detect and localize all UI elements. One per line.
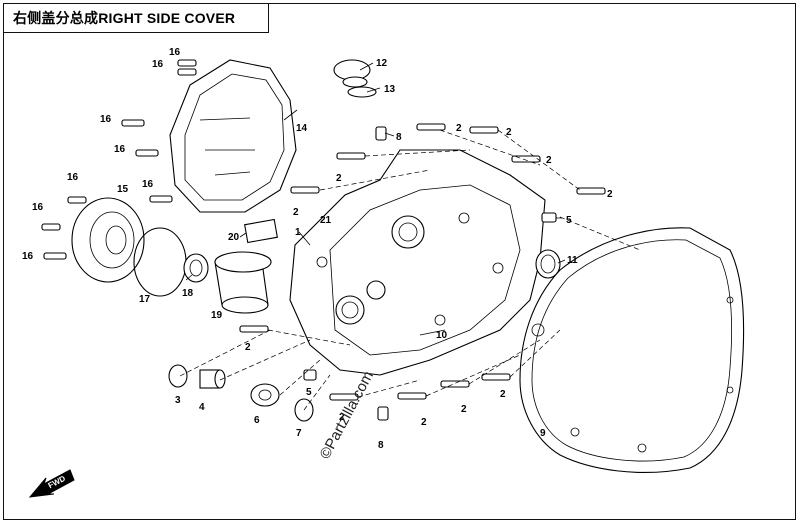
label-part-20 bbox=[244, 218, 278, 244]
callout-16: 16 bbox=[67, 172, 79, 183]
fwd-arrow-icon: FWD bbox=[28, 469, 75, 498]
o-ring-part-13 bbox=[347, 86, 377, 98]
callout-2: 2 bbox=[293, 207, 299, 218]
callout-9: 9 bbox=[540, 428, 546, 439]
right-side-cover-part-1 bbox=[289, 149, 546, 376]
callout-8: 8 bbox=[378, 440, 384, 451]
snap-ring-part-7 bbox=[294, 398, 314, 422]
callout-2: 2 bbox=[461, 404, 467, 415]
callout-16: 16 bbox=[32, 202, 44, 213]
leader-lines bbox=[185, 62, 566, 336]
callout-2: 2 bbox=[506, 127, 512, 138]
callout-2: 2 bbox=[546, 155, 552, 166]
callout-4: 4 bbox=[199, 402, 205, 413]
callout-2: 2 bbox=[245, 342, 251, 353]
callout-18: 18 bbox=[182, 288, 194, 299]
watermark: ©Partzilla.com bbox=[317, 368, 378, 462]
callout-16: 16 bbox=[169, 47, 181, 58]
callout-2: 2 bbox=[607, 189, 613, 200]
bushing-part-4 bbox=[199, 369, 226, 389]
callout-13: 13 bbox=[384, 84, 396, 95]
assembly-lines bbox=[179, 129, 641, 411]
callout-21: 21 bbox=[320, 215, 332, 226]
title-box: 右侧盖分总成RIGHT SIDE COVER bbox=[3, 3, 269, 33]
callout-16: 16 bbox=[22, 251, 34, 262]
callout-14: 14 bbox=[296, 123, 308, 134]
dowel-pin-part-8-lower bbox=[377, 406, 389, 421]
diagram-frame bbox=[3, 3, 796, 520]
callout-16: 16 bbox=[152, 59, 164, 70]
callout-8: 8 bbox=[396, 132, 402, 143]
spring-part-18 bbox=[183, 253, 209, 283]
diagram-title: 右侧盖分总成RIGHT SIDE COVER bbox=[13, 9, 236, 26]
callout-15: 15 bbox=[117, 184, 129, 195]
gasket-part-9 bbox=[519, 227, 745, 473]
bolts bbox=[41, 59, 606, 401]
dowel-pin-part-5-lower bbox=[303, 369, 317, 381]
oil-filter-part-19 bbox=[214, 251, 272, 314]
callout-20: 20 bbox=[228, 232, 240, 243]
o-ring-part-17 bbox=[133, 227, 187, 297]
oil-cap-part-12 bbox=[333, 59, 371, 88]
callout-2: 2 bbox=[456, 123, 462, 134]
callout-6: 6 bbox=[254, 415, 260, 426]
callout-3: 3 bbox=[175, 395, 181, 406]
callout-19: 19 bbox=[211, 310, 223, 321]
callout-11: 11 bbox=[567, 255, 578, 266]
callout-2: 2 bbox=[421, 417, 427, 428]
callout-5: 5 bbox=[566, 215, 572, 226]
callout-16: 16 bbox=[114, 144, 126, 155]
dowel-pin-part-8-upper bbox=[375, 126, 387, 141]
oil-filter-cover-part-15 bbox=[71, 197, 145, 283]
callout-2: 2 bbox=[339, 412, 345, 423]
oil-seal-part-11 bbox=[535, 249, 561, 279]
circlip-part-3 bbox=[168, 364, 188, 388]
callout-12: 12 bbox=[376, 58, 388, 69]
callout-2: 2 bbox=[500, 389, 506, 400]
callout-labels: 16 16 16 16 16 16 16 16 14 15 12 13 8 2 … bbox=[22, 47, 613, 451]
callout-5: 5 bbox=[306, 387, 312, 398]
callout-7: 7 bbox=[296, 428, 302, 439]
callout-10: 10 bbox=[436, 330, 448, 341]
callout-16: 16 bbox=[100, 114, 112, 125]
bearing-part-6 bbox=[250, 383, 280, 407]
callout-1: 1 bbox=[295, 227, 301, 238]
callout-16: 16 bbox=[142, 179, 154, 190]
dowel-pin-part-5-upper bbox=[541, 212, 557, 223]
callout-2: 2 bbox=[336, 173, 342, 184]
callout-17: 17 bbox=[139, 294, 151, 305]
clutch-cover-part-14 bbox=[169, 59, 297, 213]
